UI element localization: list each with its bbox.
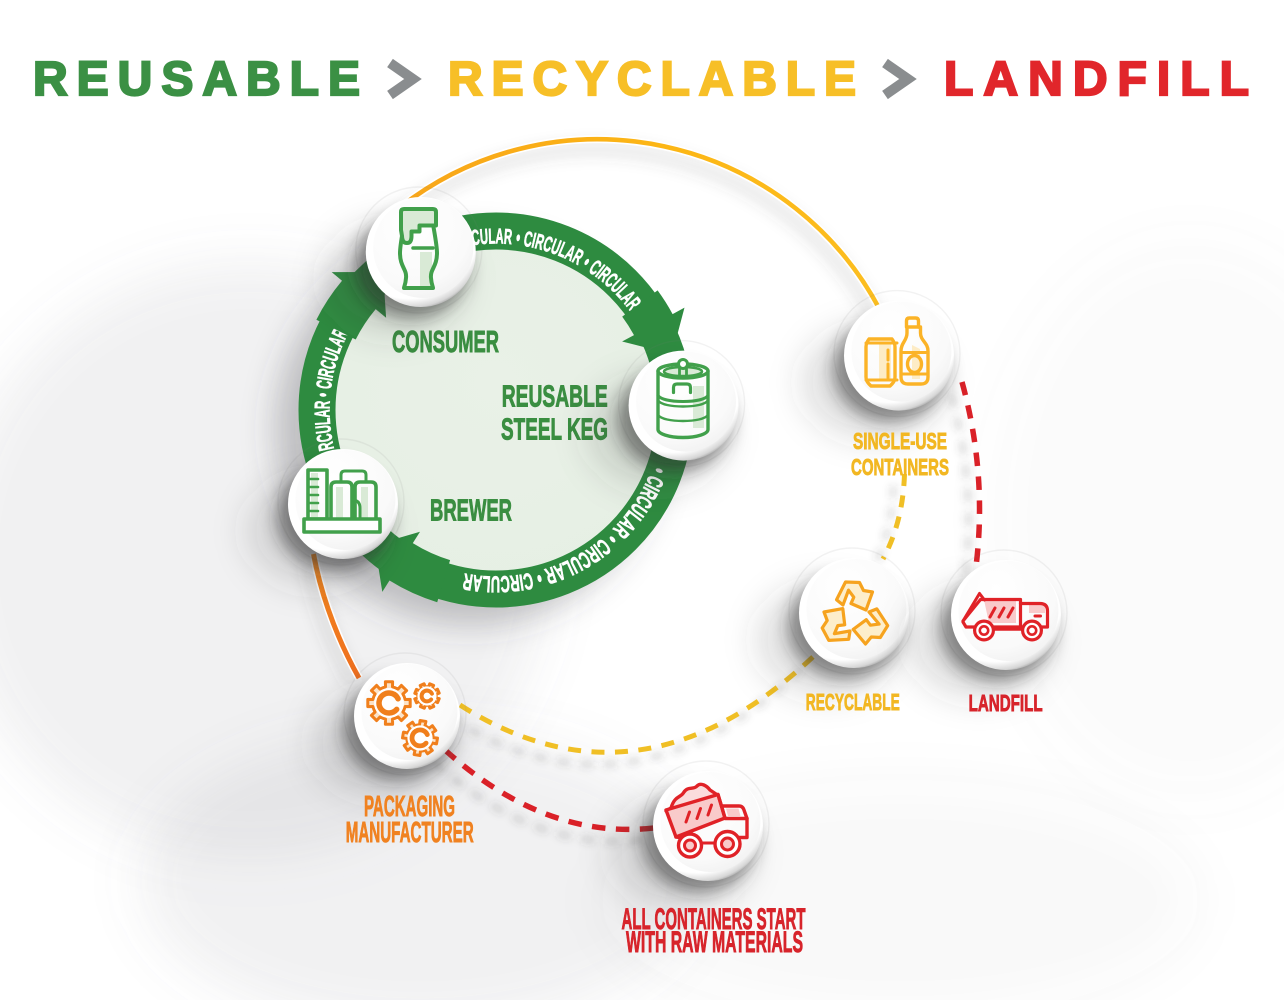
svg-text:U: U	[491, 572, 500, 598]
svg-text:CONSUMER: CONSUMER	[392, 324, 499, 359]
svg-text:L: L	[488, 223, 496, 248]
svg-text:U: U	[310, 424, 336, 435]
svg-text:A: A	[495, 223, 504, 248]
svg-text:R: R	[508, 570, 520, 597]
svg-text:U: U	[479, 224, 489, 250]
svg-text:•: •	[534, 566, 545, 592]
svg-text:WITH RAW MATERIALS: WITH RAW MATERIALS	[626, 926, 803, 959]
svg-text:R: R	[309, 400, 334, 409]
svg-text:LANDFILL: LANDFILL	[944, 53, 1249, 106]
svg-text:RECYCLABLE: RECYCLABLE	[806, 689, 900, 715]
svg-text:I: I	[312, 375, 337, 383]
svg-text:•: •	[515, 225, 522, 250]
svg-text:R: R	[503, 224, 513, 250]
svg-text:A: A	[471, 570, 483, 597]
svg-text:•: •	[310, 392, 335, 398]
svg-text:L: L	[482, 571, 491, 597]
svg-text:C: C	[470, 224, 481, 250]
svg-text:ALL CONTAINERS START: ALL CONTAINERS START	[622, 903, 806, 936]
svg-text:A: A	[309, 409, 334, 418]
svg-text:L: L	[310, 417, 335, 426]
svg-text:MANUFACTURER: MANUFACTURER	[346, 817, 474, 849]
svg-text:BREWER: BREWER	[430, 493, 512, 528]
svg-text:SINGLE-USE: SINGLE-USE	[853, 428, 947, 454]
svg-text:PACKAGING: PACKAGING	[364, 791, 455, 823]
svg-text:LANDFILL: LANDFILL	[969, 690, 1043, 716]
svg-text:C: C	[500, 571, 511, 597]
svg-text:I: I	[530, 228, 539, 253]
svg-text:REUSABLE: REUSABLE	[502, 379, 608, 414]
svg-text:I: I	[518, 570, 525, 596]
svg-text:C: C	[311, 379, 337, 391]
svg-text:CONTAINERS: CONTAINERS	[851, 454, 949, 480]
